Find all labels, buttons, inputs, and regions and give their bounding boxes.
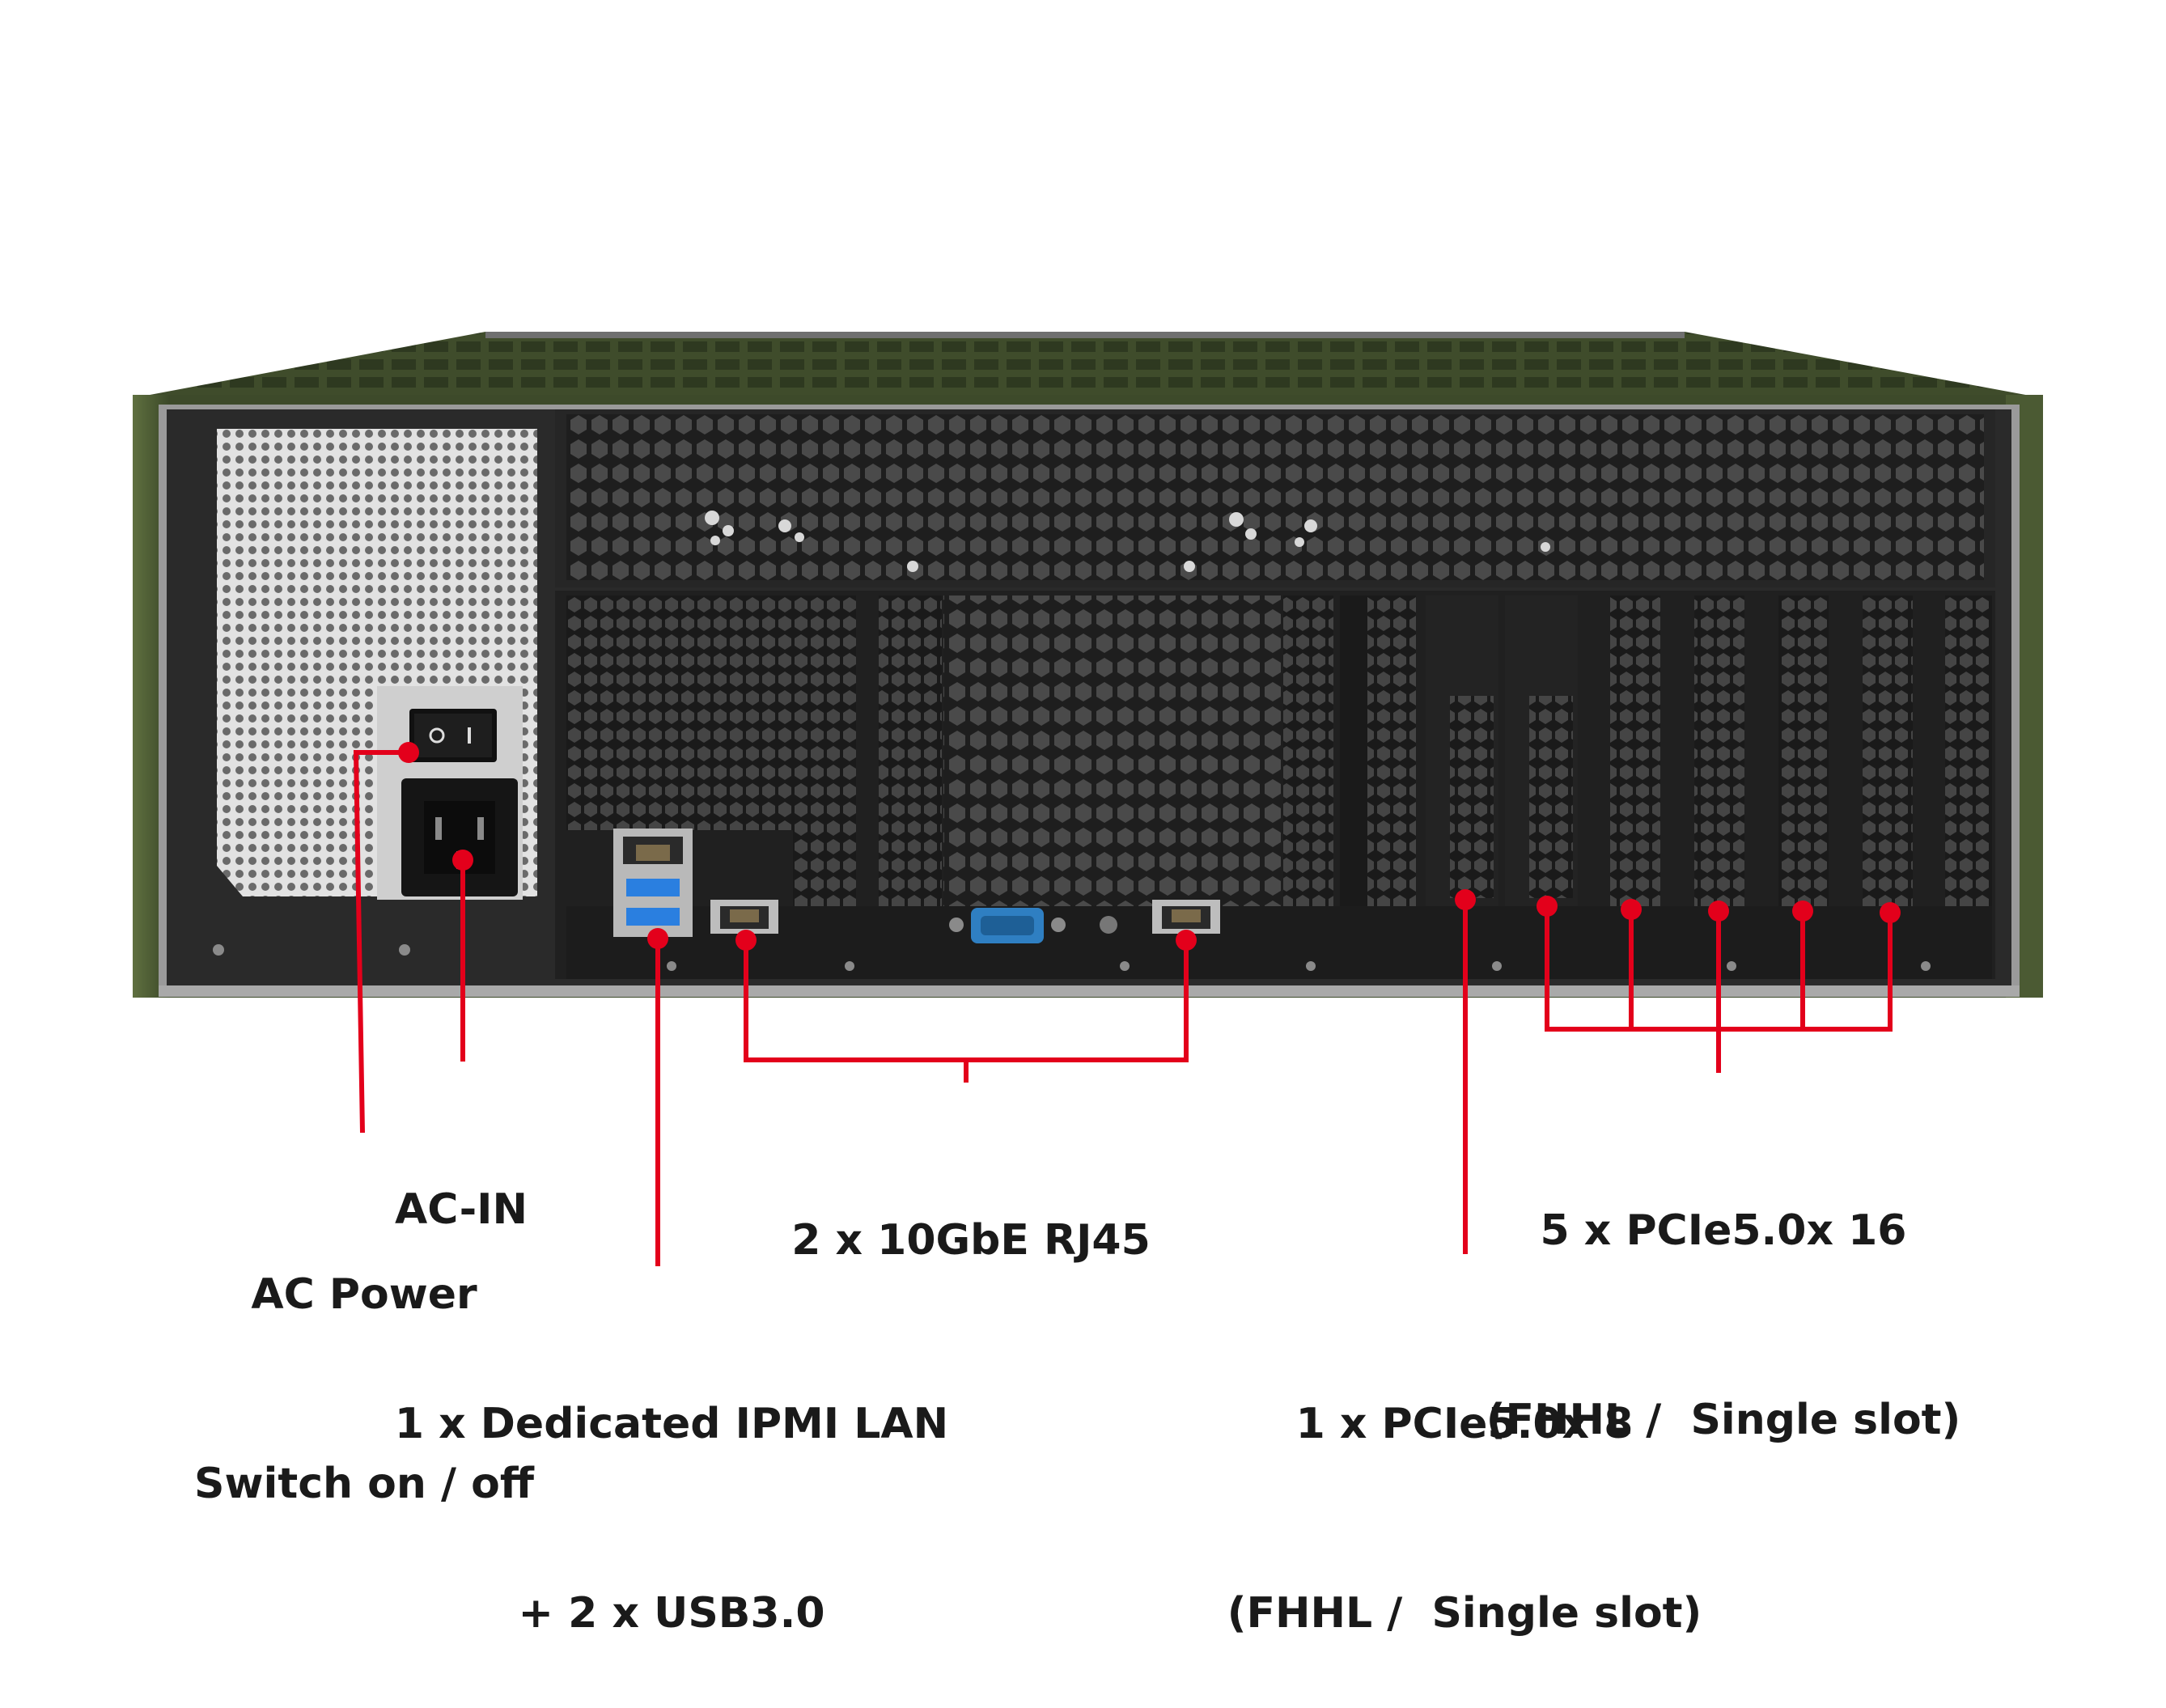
label-pcie8: 1 x PCIe5.0x 8 (FHHL / Single slot): [1227, 1400, 1702, 1638]
label-ac-in: AC-IN: [394, 1185, 528, 1234]
usb-port-icon: [626, 908, 680, 926]
callout-ac-power-line: [353, 750, 409, 1134]
diagram-stage: AC-IN AC Power Switch on / off 1 x Dedic…: [133, 332, 2043, 1638]
power-supply: [188, 413, 563, 989]
ac-inlet-icon: [401, 778, 518, 896]
power-switch-icon: [409, 709, 497, 762]
callout-lines: [353, 750, 1893, 1266]
io-slot-panel: [213, 591, 1995, 979]
expansion-slot-covers: [793, 595, 1992, 935]
label-rj45: 2 x 10GbE RJ45: [791, 1216, 1151, 1265]
server-rear-illustration: [133, 332, 2043, 1266]
ipmi-usb-stack: [613, 829, 693, 937]
fan-grille: [555, 409, 1995, 587]
callout-dots: [398, 742, 1901, 951]
chassis-top: [133, 332, 2043, 398]
label-pcie16: 5 x PCIe5.0x 16 (FHHL / Single slot): [1486, 1206, 1961, 1444]
rj45-port-icon: [1152, 900, 1220, 934]
vga-port-icon: [949, 908, 1117, 943]
rj45-port-icon: [710, 900, 778, 934]
usb-port-icon: [626, 879, 680, 896]
